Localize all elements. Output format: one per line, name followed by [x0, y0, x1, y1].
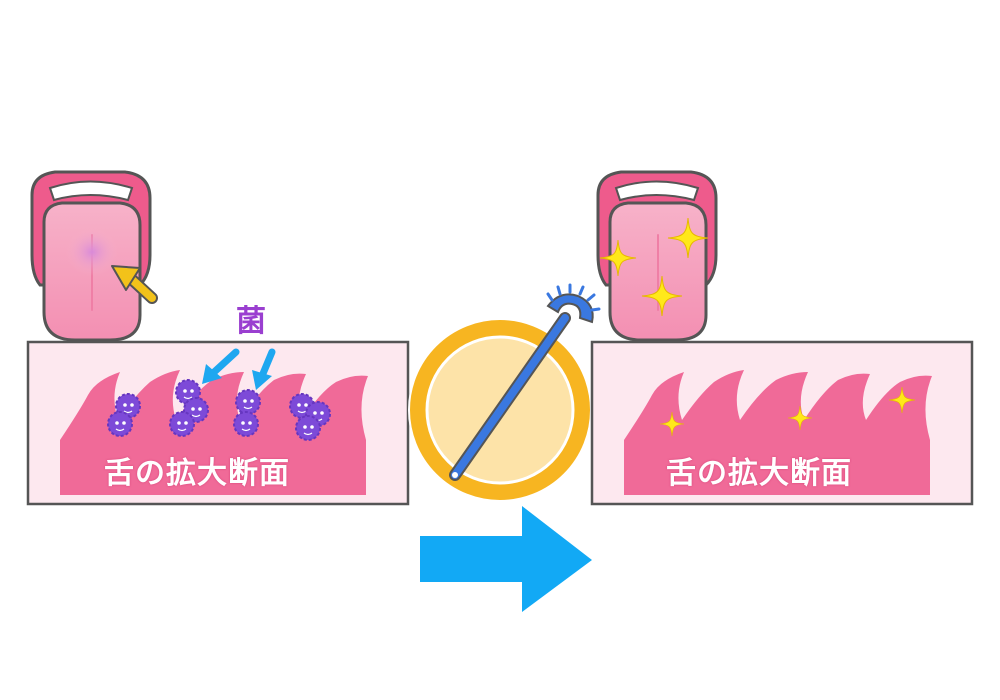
cross-section-panel-after — [590, 340, 974, 506]
cross-section-label-before: 舌の拡大断面 — [104, 456, 290, 491]
pointer-arrows-blue — [202, 348, 276, 390]
pointer-arrow-yellow — [111, 265, 158, 304]
tongue-with-plaque-icon — [30, 170, 158, 342]
clean-tongue-sparkle-icon — [598, 170, 716, 342]
right-arrow-icon — [420, 506, 592, 612]
cross-section-panel-before — [26, 340, 410, 506]
cross-section-label-after: 舌の拡大断面 — [666, 456, 852, 491]
germ-label: 菌 — [236, 304, 266, 339]
tongue-cleaner-icon — [408, 283, 601, 502]
plaque-spot — [66, 228, 118, 276]
